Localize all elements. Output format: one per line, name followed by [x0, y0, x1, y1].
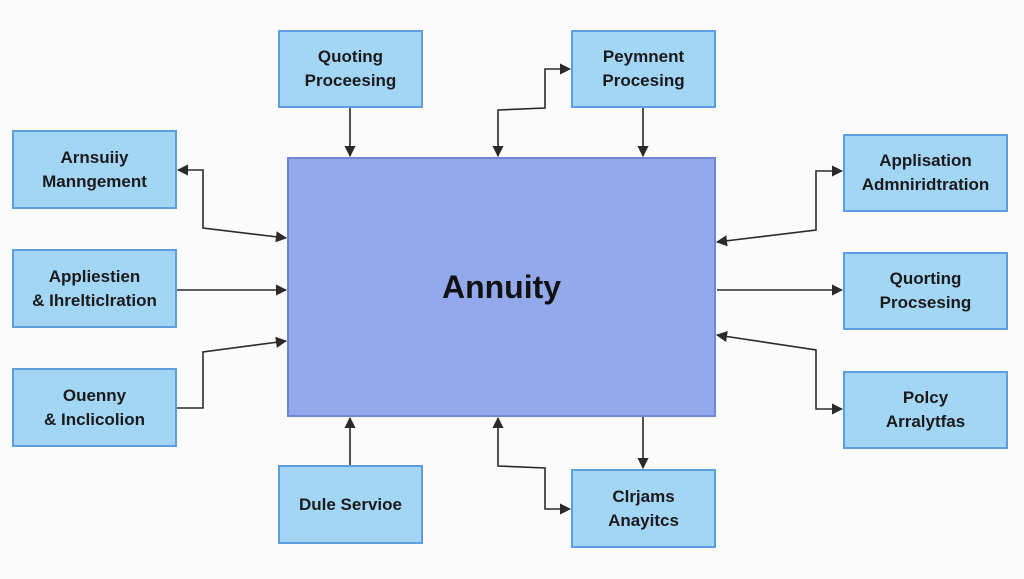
- node-label-line1: Quorting: [889, 269, 962, 288]
- node-annuity-management[interactable]: Arnsuiiy Manngement: [12, 130, 177, 209]
- node-label-line2: & Inclicolion: [43, 409, 146, 429]
- annuity-center-node[interactable]: Annuity: [287, 157, 716, 417]
- node-quoting-processing-right[interactable]: Quorting Procsesing: [843, 252, 1008, 330]
- node-label-line1: Peymnent: [602, 47, 685, 66]
- arrow-right-3: [715, 330, 844, 415]
- node-label-line2: Proceesing: [304, 71, 397, 90]
- node-label-line1: Dule Servioe: [299, 494, 402, 514]
- arrow-top-2-link: [492, 63, 572, 158]
- node-policy-analytics[interactable]: Polcy Arralytfas: [843, 371, 1008, 449]
- node-label-line1: Quoting: [317, 47, 384, 66]
- node-payment-processing[interactable]: Peymnent Procesing: [571, 30, 716, 108]
- node-label-line2: Manngement: [42, 171, 147, 191]
- node-label-line2: Procesing: [602, 71, 685, 90]
- node-claims-analytics[interactable]: Clrjams Anayitcs: [571, 469, 716, 548]
- node-label-line2: Anayitcs: [608, 510, 679, 530]
- node-application-administration-left[interactable]: Appliestien & Ihrelticlration: [12, 249, 177, 328]
- node-label-line1: Applisation: [879, 151, 972, 170]
- node-label-line1: Clrjams: [612, 486, 675, 506]
- arrow-left-1: [176, 164, 288, 243]
- node-label-line1: Ouenny: [62, 385, 127, 405]
- node-label-line2: Procsesing: [879, 293, 972, 312]
- node-label-line2: & Ihrelticlration: [32, 290, 157, 310]
- arrow-bottom-2-link: [492, 416, 572, 515]
- node-label-line1: Appliestien: [48, 266, 141, 286]
- node-label-line2: Admniridtration: [861, 175, 990, 194]
- node-query-indication[interactable]: Ouenny & Inclicolion: [12, 368, 177, 447]
- arrow-left-3: [177, 336, 288, 409]
- node-label-line1: Arnsuiiy: [60, 147, 129, 167]
- arrow-right-1: [715, 165, 844, 247]
- node-label-line1: Polcy: [902, 388, 949, 407]
- node-label-line2: Arralytfas: [885, 412, 966, 431]
- center-label: Annuity: [441, 268, 562, 305]
- node-quoting-processing-top[interactable]: Quoting Proceesing: [278, 30, 423, 108]
- node-application-administration[interactable]: Applisation Admniridtration: [843, 134, 1008, 212]
- node-date-service[interactable]: Dule Servioe: [278, 465, 423, 544]
